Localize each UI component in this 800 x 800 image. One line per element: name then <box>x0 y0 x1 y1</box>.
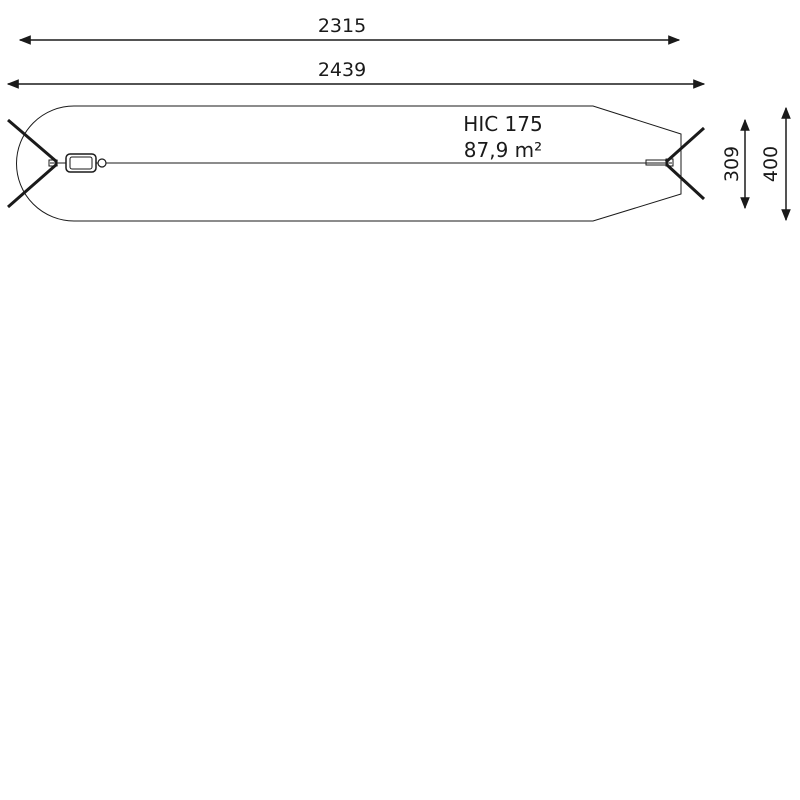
dimension-inner-length-label: 2315 <box>318 15 366 37</box>
dimension-inner-length: 2315 <box>18 15 681 45</box>
end-frame <box>645 126 706 201</box>
model-label: HIC 175 <box>463 112 542 136</box>
dimension-outer-width-label: 400 <box>760 146 782 182</box>
dimension-outer-length: 2439 <box>6 59 706 89</box>
end-frame-leg-upper <box>664 126 706 164</box>
start-frame <box>7 118 58 209</box>
safety-area-outline <box>16 105 682 222</box>
dimension-inner-width-label: 309 <box>721 146 743 182</box>
dimension-outer-length-label: 2439 <box>318 59 366 81</box>
dimension-inner-width: 309 <box>721 118 750 210</box>
dimension-outer-width: 400 <box>760 106 791 222</box>
start-frame-leg-lower <box>7 162 58 209</box>
start-frame-leg-upper <box>7 118 58 164</box>
area-label: 87,9 m² <box>464 138 542 162</box>
seat-inner <box>69 156 93 170</box>
seat-body <box>65 153 97 173</box>
end-frame-leg-lower <box>664 162 706 201</box>
start-frame-anchor <box>48 159 58 167</box>
end-frame-anchor <box>665 158 674 167</box>
zipline-trolley-seat <box>65 153 107 173</box>
trolley-wheel <box>97 158 107 168</box>
